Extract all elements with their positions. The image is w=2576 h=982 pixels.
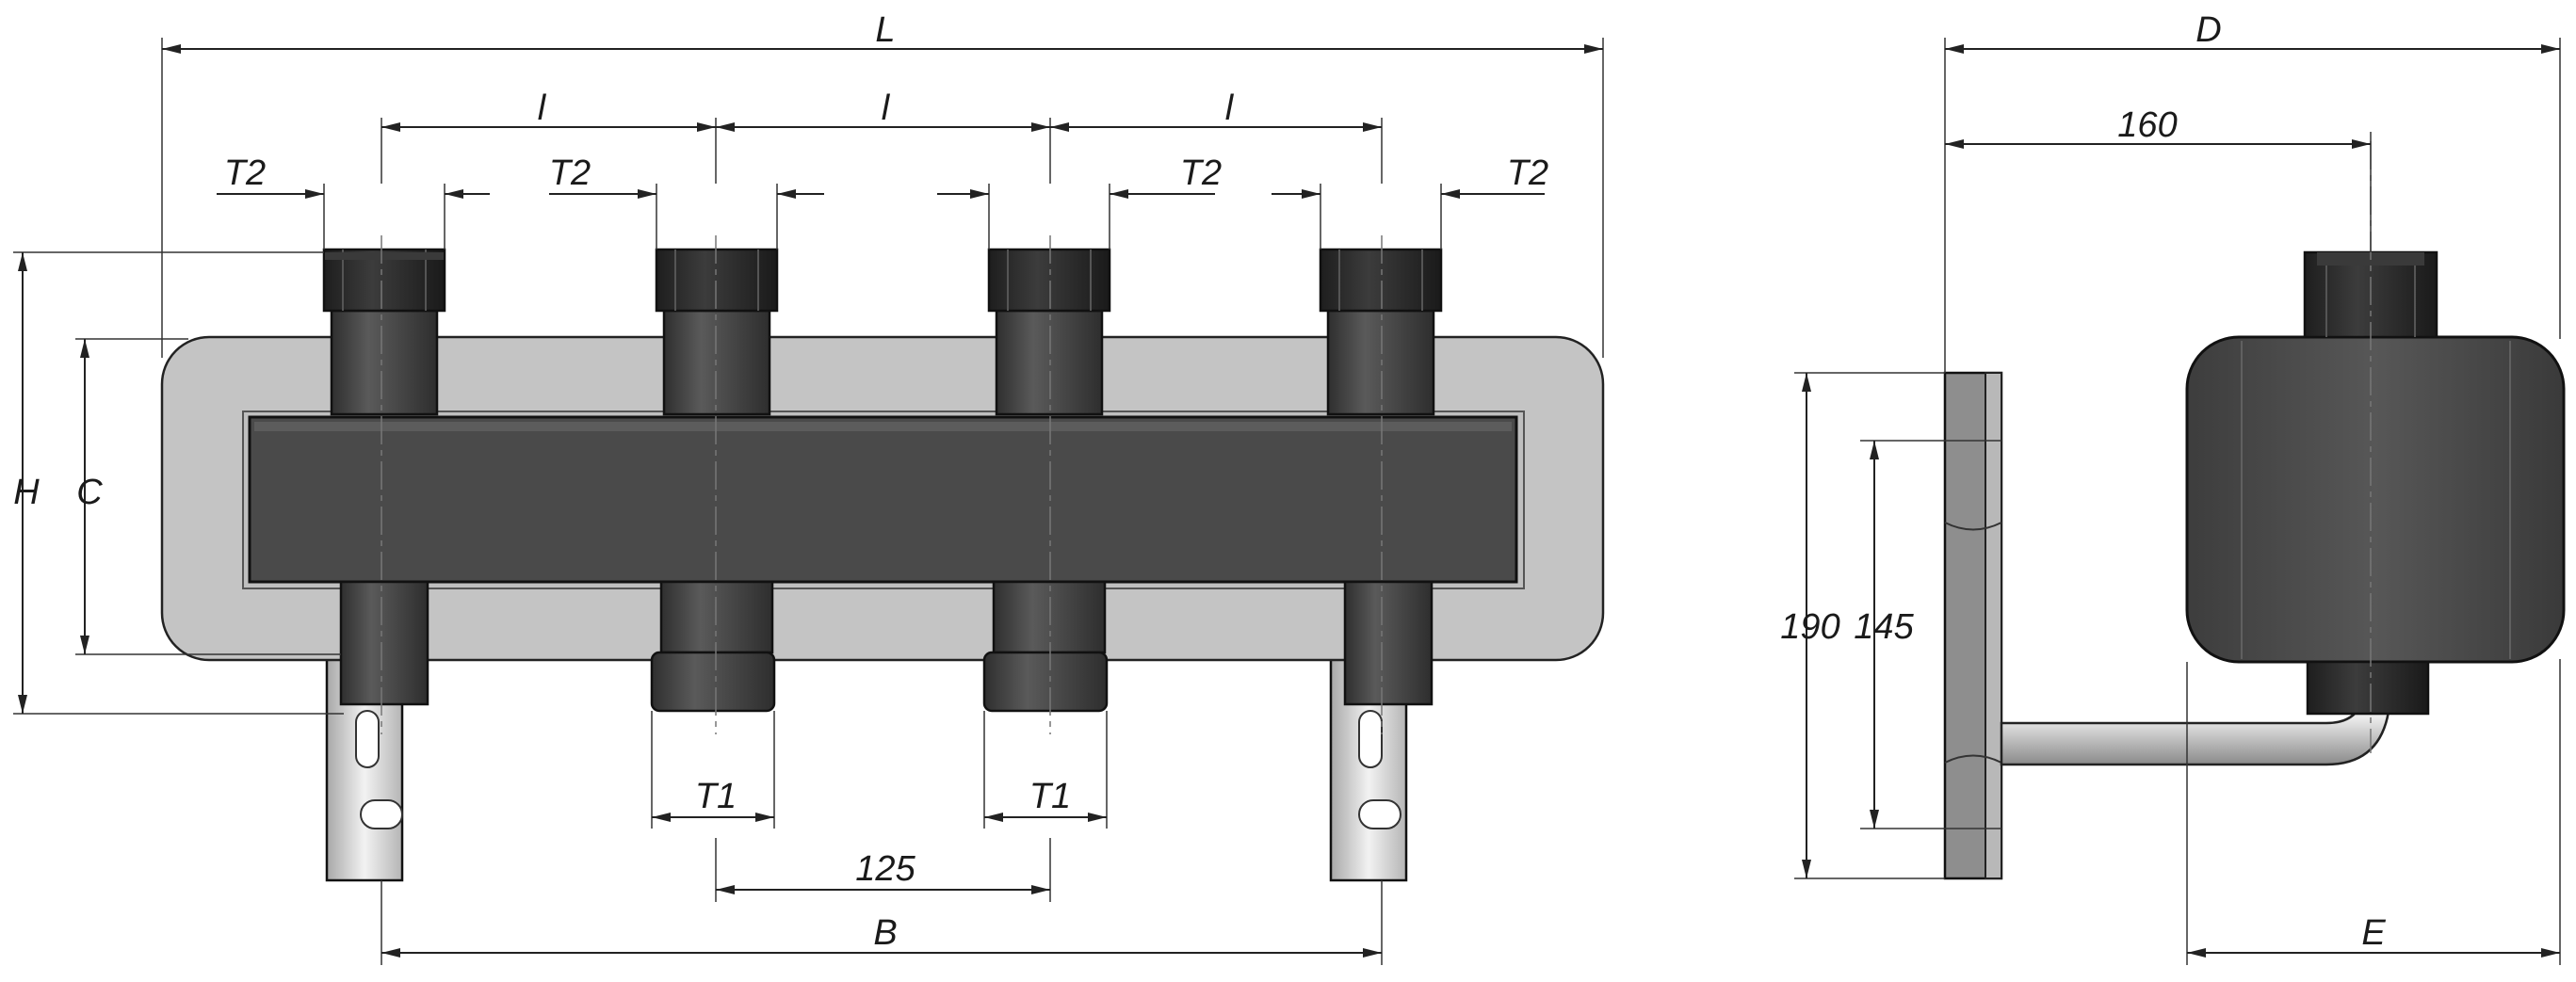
- bottom-pipe-1: [339, 580, 429, 706]
- bottom-pipe-4: [1343, 580, 1434, 706]
- bottom-pipe-2: [650, 580, 776, 713]
- side-extension-lines: [1794, 38, 2561, 965]
- dim-E: E: [2361, 913, 2386, 953]
- side-dimension-lines: [1802, 44, 2560, 958]
- dim-H: H: [13, 473, 40, 512]
- dim-T2-1: T2: [224, 153, 266, 193]
- dim-T1-1: T1: [695, 777, 737, 816]
- top-pipe-3: [987, 248, 1111, 416]
- dim-T1-2: T1: [1029, 777, 1071, 816]
- front-dimension-lines: [18, 44, 1603, 958]
- front-centre-lines: [381, 235, 1383, 734]
- dim-B: B: [873, 913, 897, 953]
- side-bottom-nut: [2306, 660, 2430, 716]
- dim-T2-4: T2: [1507, 153, 1548, 193]
- dim-125: 125: [855, 849, 915, 889]
- front-view: L l l l T2 T2 T2 T2 H C T1 T1 125 B: [13, 10, 1605, 965]
- top-pipe-2: [655, 248, 779, 416]
- side-body: [2185, 335, 2566, 664]
- top-pipe-4: [1319, 248, 1443, 416]
- dim-l-2: l: [882, 89, 891, 128]
- bottom-pipe-3: [982, 580, 1109, 713]
- dim-190: 190: [1780, 607, 1839, 647]
- dim-l-3: l: [1225, 89, 1235, 128]
- dim-L: L: [875, 10, 895, 50]
- dim-T2-3: T2: [1180, 153, 1222, 193]
- side-view: D 160 190 145 E: [1780, 10, 2566, 965]
- dim-160: 160: [2117, 105, 2177, 145]
- wall-plate: [1943, 371, 2003, 880]
- dim-T2-2: T2: [549, 153, 591, 193]
- front-extension-lines: [13, 38, 1604, 965]
- dim-l-1: l: [538, 89, 547, 128]
- dim-C: C: [76, 473, 103, 512]
- dim-D: D: [2195, 10, 2221, 50]
- top-pipe-1: [322, 248, 446, 416]
- manifold-body: [248, 415, 1518, 584]
- dim-145: 145: [1854, 607, 1914, 647]
